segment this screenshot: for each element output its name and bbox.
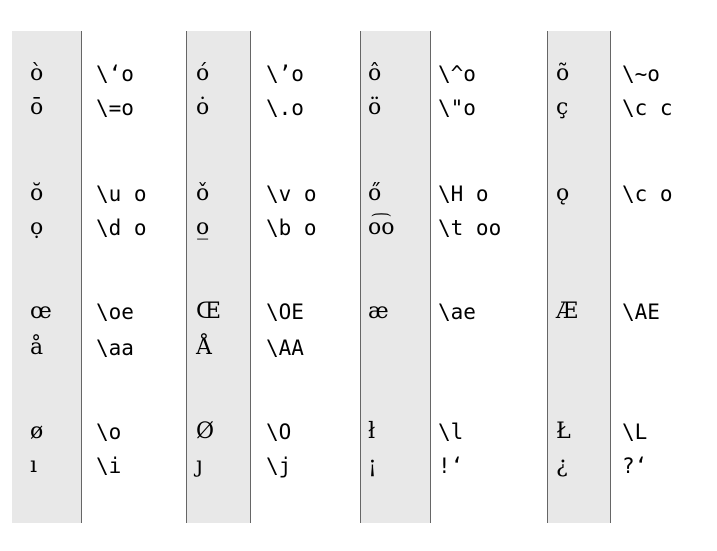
accent-glyph: ł xyxy=(368,419,376,444)
latex-command: \o xyxy=(96,420,122,444)
accent-glyph: ǒ xyxy=(196,181,210,206)
latex-command: \~o xyxy=(622,62,660,86)
latex-command: \u o xyxy=(96,182,147,206)
glyph-column-shade-2 xyxy=(186,31,250,523)
accent-glyph: ¿ xyxy=(556,453,568,478)
latex-command: \H o xyxy=(438,182,489,206)
accent-glyph: ő xyxy=(368,181,382,206)
latex-command: ?‘ xyxy=(622,454,648,478)
latex-command: \’o xyxy=(266,62,304,86)
latex-command: \c o xyxy=(622,182,673,206)
glyph-column-shade-3 xyxy=(360,31,430,523)
accent-glyph: Å xyxy=(196,335,212,360)
column-rule-6 xyxy=(547,31,548,523)
latex-command: \i xyxy=(96,454,122,478)
latex-command: \AE xyxy=(622,300,660,324)
accent-glyph: ó xyxy=(196,61,210,86)
accent-glyph: ọ xyxy=(30,215,44,240)
latex-command: \=o xyxy=(96,96,134,120)
accent-glyph: Œ xyxy=(196,299,222,324)
accent-glyph: ȯ xyxy=(196,95,210,120)
latex-command: \"o xyxy=(438,96,476,120)
glyph-column-shade-4 xyxy=(547,31,610,523)
accent-glyph: å xyxy=(30,335,44,360)
accent-glyph: ò xyxy=(30,61,44,86)
accent-glyph: ¡ xyxy=(368,453,377,478)
column-rule-1 xyxy=(81,31,82,523)
column-rule-5 xyxy=(430,31,431,523)
accent-glyph: ŏ xyxy=(30,181,44,206)
accent-glyph: ȷ xyxy=(196,453,203,478)
latex-command: \OE xyxy=(266,300,304,324)
latex-command: \L xyxy=(622,420,648,444)
column-rule-3 xyxy=(250,31,251,523)
latex-command: \AA xyxy=(266,336,304,360)
latex-command: \ae xyxy=(438,300,476,324)
accent-glyph: ö xyxy=(368,95,382,120)
accent-glyph: ç xyxy=(556,95,569,120)
accent-glyph: õ xyxy=(556,61,570,86)
latex-command: \l xyxy=(438,420,464,444)
accent-glyph: œ xyxy=(30,299,52,324)
accent-glyph: o̲ xyxy=(196,215,210,240)
accent-glyph: o͡o xyxy=(368,215,395,240)
column-rule-7 xyxy=(610,31,611,523)
glyph-column-shade-1 xyxy=(12,31,81,523)
latex-command: !‘ xyxy=(438,454,464,478)
latex-command: \b o xyxy=(266,216,317,240)
accent-glyph: ø xyxy=(30,419,44,444)
latex-command: \t oo xyxy=(438,216,502,240)
latex-command: \^o xyxy=(438,62,476,86)
column-rule-2 xyxy=(186,31,187,523)
latex-command: \oe xyxy=(96,300,134,324)
accent-glyph: Ł xyxy=(556,419,571,444)
latex-command: \d o xyxy=(96,216,147,240)
accent-glyph: ō xyxy=(30,95,44,120)
latex-command: \O xyxy=(266,420,292,444)
latex-command: \‘o xyxy=(96,62,134,86)
latex-command: \v o xyxy=(266,182,317,206)
latex-command: \j xyxy=(266,454,292,478)
accent-glyph: æ xyxy=(368,299,389,324)
latex-command: \.o xyxy=(266,96,304,120)
latex-command: \aa xyxy=(96,336,134,360)
accent-glyph: Æ xyxy=(556,299,579,324)
accent-glyph: ô xyxy=(368,61,382,86)
column-rule-4 xyxy=(360,31,361,523)
accent-glyph: ı xyxy=(30,453,38,478)
accent-glyph: ǫ xyxy=(556,181,570,206)
accent-glyph: Ø xyxy=(196,419,215,444)
latex-command: \c c xyxy=(622,96,673,120)
